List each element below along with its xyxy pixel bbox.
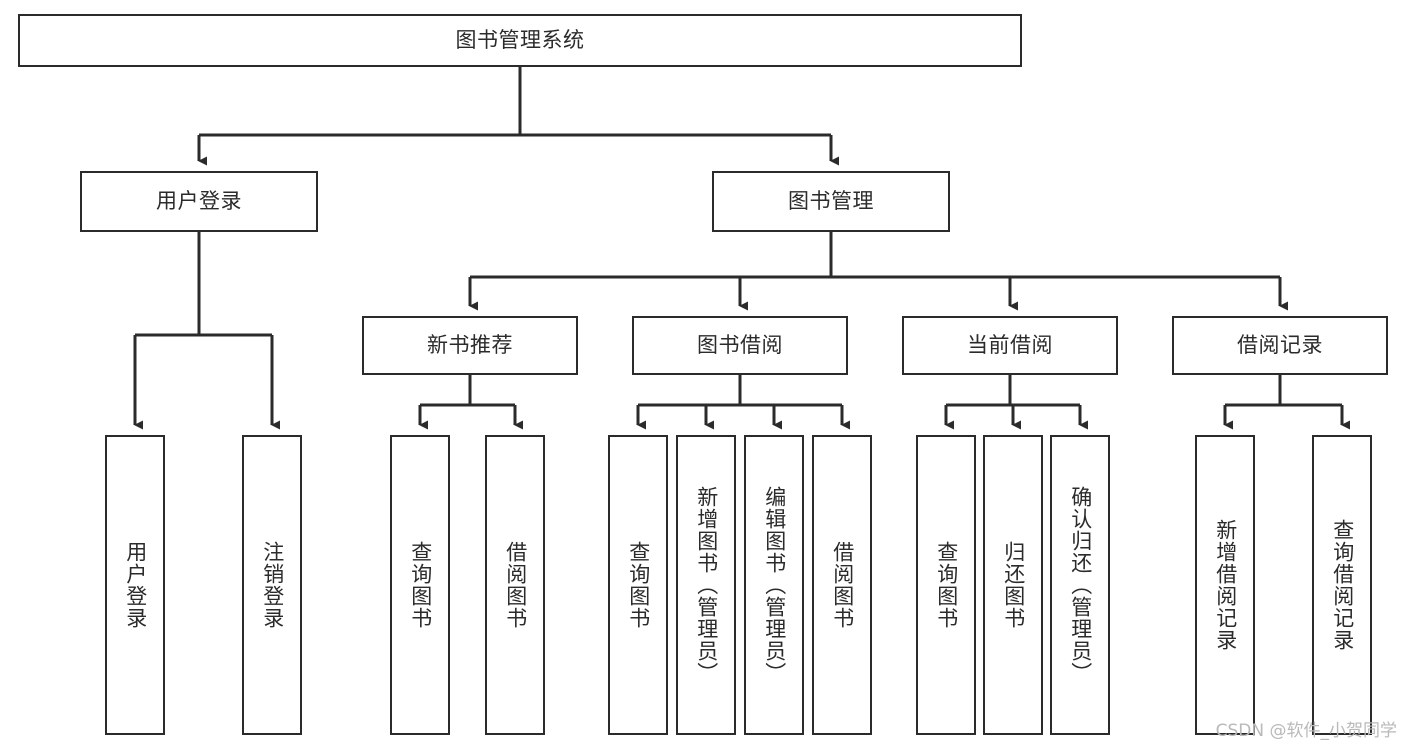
node-label: 用户登录 [123,541,148,629]
node-leaf-return-book[interactable]: 归还图书 [983,435,1043,735]
csdn-watermark: CSDN @软件_小贺同学 [1215,721,1397,741]
node-label: 归还图书 [1001,541,1026,629]
node-label: 查询借阅记录 [1330,519,1355,651]
node-leaf-add-book-admin[interactable]: 新增图书（管理员） [676,435,736,735]
node-label: 借阅图书 [830,541,855,629]
node-leaf-query-book-borrow[interactable]: 查询图书 [608,435,668,735]
node-borrow-records[interactable]: 借阅记录 [1172,316,1388,375]
node-label: 注销登录 [260,541,285,629]
node-label: 当前借阅 [967,333,1053,358]
node-label: 确认归还（管理员） [1068,486,1093,684]
node-leaf-query-book-current[interactable]: 查询图书 [916,435,976,735]
node-leaf-borrow-book-recommend[interactable]: 借阅图书 [485,435,545,735]
node-leaf-confirm-return-admin[interactable]: 确认归还（管理员） [1050,435,1110,735]
node-label: 查询图书 [934,541,959,629]
node-label: 查询图书 [626,541,651,629]
node-label: 新书推荐 [427,333,513,358]
node-leaf-edit-book-admin[interactable]: 编辑图书（管理员） [744,435,804,735]
node-label: 图书借阅 [697,333,783,358]
node-label: 查询图书 [408,541,433,629]
node-label: 借阅图书 [503,541,528,629]
node-label: 图书管理 [788,189,874,214]
node-leaf-add-borrow-record[interactable]: 新增借阅记录 [1195,435,1255,735]
node-leaf-query-borrow-record[interactable]: 查询借阅记录 [1312,435,1372,735]
node-label: 图书管理系统 [455,28,585,53]
node-book-management[interactable]: 图书管理 [712,171,950,232]
node-leaf-borrow-book[interactable]: 借阅图书 [812,435,872,735]
node-label: 借阅记录 [1237,333,1323,358]
node-label: 用户登录 [156,189,242,214]
node-label: 编辑图书（管理员） [762,486,787,684]
node-leaf-logout[interactable]: 注销登录 [242,435,302,735]
node-user-login[interactable]: 用户登录 [80,171,318,232]
node-current-borrowing[interactable]: 当前借阅 [902,316,1118,375]
node-book-borrowing[interactable]: 图书借阅 [632,316,848,375]
node-label: 新增借阅记录 [1213,519,1238,651]
node-leaf-user-login[interactable]: 用户登录 [105,435,165,735]
node-new-book-recommendation[interactable]: 新书推荐 [362,316,578,375]
node-root-system[interactable]: 图书管理系统 [18,14,1022,67]
node-leaf-query-book-recommend[interactable]: 查询图书 [390,435,450,735]
node-label: 新增图书（管理员） [694,486,719,684]
